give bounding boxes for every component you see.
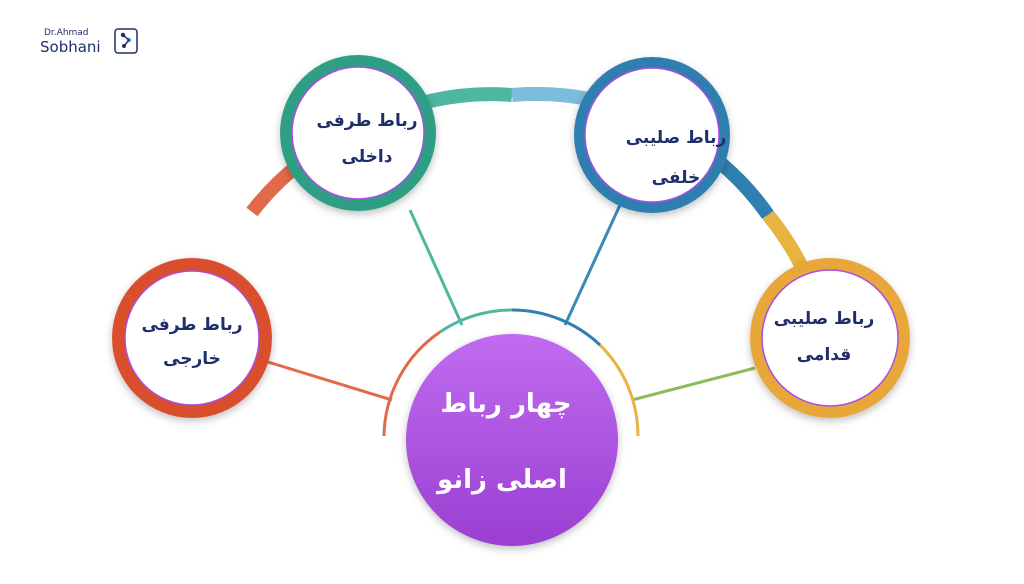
center-node: چهار رباط اصلی زانو xyxy=(406,334,618,546)
node-posterior-line2: خلفی xyxy=(652,168,701,188)
node-lateral-line1: رباط طرفی xyxy=(141,315,242,335)
connector-lateral xyxy=(267,360,393,402)
node-anterior-face xyxy=(761,269,899,407)
node-medial: رباط طرفی داخلی xyxy=(280,55,436,211)
node-medial-line1: رباط طرفی xyxy=(316,111,417,131)
node-posterior-line1: رباط صلیبی xyxy=(626,128,727,148)
node-anterior-line1: رباط صلیبی xyxy=(774,309,875,329)
connectors xyxy=(267,204,756,402)
node-anterior: رباط صلیبی قدامی xyxy=(750,258,910,418)
inner-arc-red xyxy=(382,330,441,437)
node-lateral-line2: خارجی xyxy=(163,349,221,369)
inner-arc xyxy=(382,308,640,437)
node-posterior: رباط صلیبی خلفی xyxy=(574,57,730,213)
center-title-line2: اصلی زانو xyxy=(435,465,567,495)
node-medial-line2: داخلی xyxy=(342,147,393,167)
logo-title: Dr.Ahmad xyxy=(44,28,89,38)
connector-anterior xyxy=(631,366,756,402)
logo-mark-icon xyxy=(114,28,138,54)
logo: Dr.Ahmad Sobhani xyxy=(38,26,138,60)
center-circle xyxy=(406,334,618,546)
inner-arc-blue xyxy=(511,308,602,347)
connector-medial xyxy=(408,209,464,326)
inner-arc-teal xyxy=(439,308,513,334)
connector-posterior xyxy=(563,204,622,326)
node-posterior-face xyxy=(584,67,720,203)
node-lateral-face xyxy=(124,270,260,406)
center-title-line1: چهار رباط xyxy=(440,389,571,419)
inner-arc-yellow xyxy=(598,343,640,437)
logo-name: Sobhani xyxy=(40,38,101,56)
node-medial-face xyxy=(291,66,425,200)
node-lateral: رباط طرفی خارجی xyxy=(112,258,272,418)
node-anterior-line2: قدامی xyxy=(797,345,852,365)
